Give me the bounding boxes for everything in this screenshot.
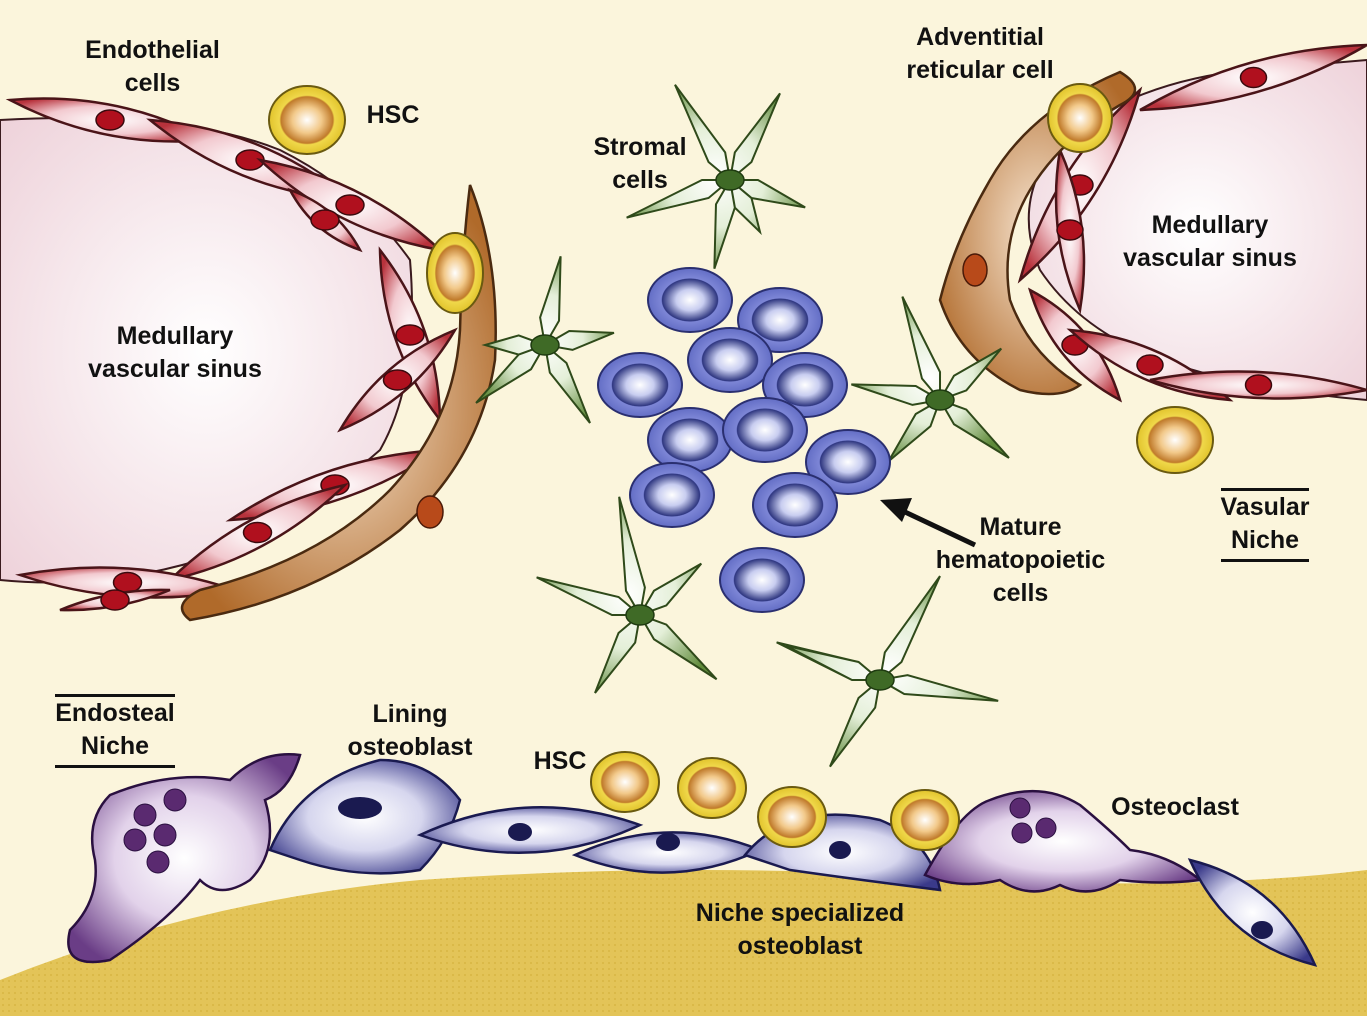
adventitial-nucleus-right [962,253,988,287]
endothelial-nucleus [95,109,125,131]
hsc-cell [268,85,346,155]
endothelial-nucleus [1244,374,1273,396]
stromal-cell [851,296,1010,463]
osteoclast-nucleus [153,823,177,847]
hematopoietic-cell [719,547,805,613]
hematopoietic-cell [805,429,891,495]
hematopoietic-cell [722,397,808,463]
endothelial-nucleus [310,209,340,231]
hematopoietic-cell [752,472,838,538]
label-endosteal-niche: Endosteal Niche [40,692,190,768]
endothelial-nucleus [382,369,413,391]
stromal-cell [536,496,718,694]
hematopoietic-cell [687,327,773,393]
hsc-cell [426,232,484,314]
endothelial-nucleus [242,521,273,544]
osteoclast-nucleus [133,803,157,827]
osteoclast-nucleus [163,788,187,812]
mature-hematopoietic-arrow [880,498,977,548]
endothelial-nucleus [1056,219,1084,241]
hsc-cell [590,751,660,813]
endosteal-niche-underline [55,765,175,768]
stromal-cells [475,84,1010,768]
bone-surface [0,870,1367,1016]
label-osteoclast: Osteoclast [1111,793,1239,821]
niche-osteoblast-nucleus [829,841,851,859]
stromal-cell [626,84,806,269]
stromal-nucleus [925,389,955,411]
label-hsc-top: HSC [366,101,420,129]
osteoclast-right [923,789,1204,893]
lining-osteoblast-nucleus [338,797,382,819]
niche-osteoblast-nucleus [656,833,680,851]
hematopoietic-cell [647,267,733,333]
hsc-cell [1136,406,1214,474]
hsc-cell [677,757,747,819]
mature-hematopoietic-cells [597,267,891,613]
osteoblast-right [1187,858,1318,967]
hsc-cell [890,789,960,851]
niche-osteoblast-nucleus [508,823,532,841]
osteoclast-nucleus [123,828,147,852]
endothelial-nucleus [395,324,425,346]
stromal-nucleus [625,604,655,626]
vascular-niche-underline [1220,559,1310,562]
endothelial-nucleus [335,194,365,216]
endothelial-nucleus [100,589,130,611]
osteoclast-nucleus [1011,822,1033,844]
endothelial-nucleus [1239,66,1268,89]
stromal-nucleus [530,334,560,356]
osteoclast-left [67,753,302,964]
osteoclast-nucleus [146,850,170,874]
osteoclast-nucleus [1009,797,1031,819]
hematopoietic-stem-cells [268,83,1214,851]
hematopoietic-cell [629,462,715,528]
label-hsc-bottom: HSC [533,747,587,775]
osteoclast-nucleus [1035,817,1057,839]
vascular-niche-overline [1220,488,1310,491]
endothelial-cells-left [5,97,458,612]
stromal-nucleus [715,169,745,191]
endothelial-cells-right [1017,43,1367,403]
osteoblast-right-nucleus [1251,921,1273,939]
stromal-nucleus [865,669,895,691]
hematopoietic-cell [597,352,683,418]
adventitial-nucleus-left [416,495,444,529]
label-vascular-niche: Vasular Niche [1200,486,1330,562]
endosteal-niche-overline [55,694,175,697]
hsc-cell [1047,83,1113,153]
hematopoietic-cell [647,407,733,473]
hsc-cell [757,786,827,848]
endothelial-nucleus [1136,354,1164,376]
